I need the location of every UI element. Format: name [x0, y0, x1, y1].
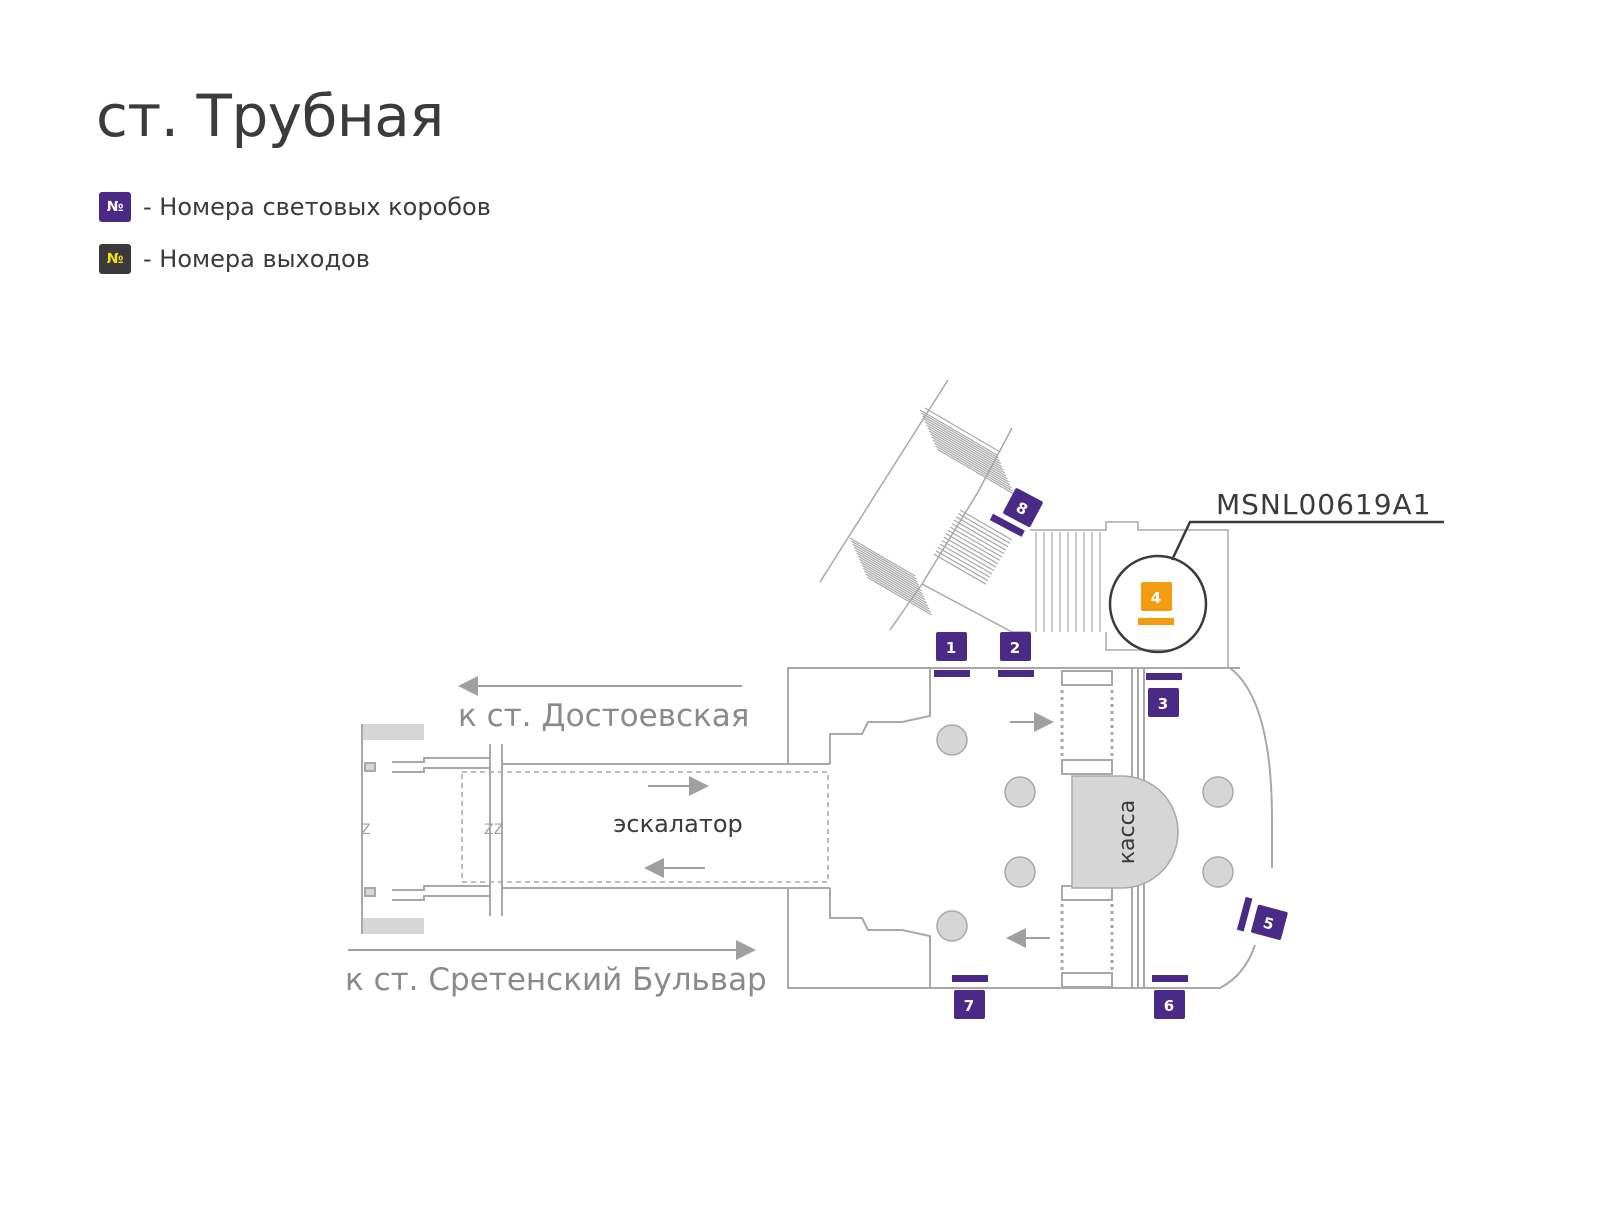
lightbox-7-number: 7 [964, 997, 974, 1015]
svg-text:ZZ: ZZ [484, 822, 503, 838]
lightbox-4-mark [1138, 618, 1174, 625]
lightbox-legend-label: - Номера световых коробов [143, 193, 491, 221]
stair-step [945, 533, 999, 565]
stair-step [935, 445, 1013, 492]
column [936, 910, 968, 942]
stair-step [863, 570, 930, 610]
stair-step [959, 509, 1013, 541]
stair-step [953, 519, 1007, 551]
stair-step [943, 536, 997, 568]
lightboxes: 1 2 3 5 6 7 8 [934, 484, 1289, 1019]
stair-step [941, 540, 995, 572]
column [1202, 856, 1234, 888]
stair-step [937, 546, 991, 578]
callout-line [1170, 520, 1444, 561]
stair-step [924, 421, 1003, 468]
stair-step [856, 552, 922, 592]
stair-step [927, 427, 1006, 474]
lightbox-8[interactable]: 8 [989, 484, 1044, 539]
stair-step [860, 561, 926, 601]
column [936, 724, 968, 756]
lightbox-7[interactable]: 7 [952, 975, 988, 1019]
stair-step [936, 448, 1015, 495]
stair-step [933, 442, 1012, 489]
legend-lightbox: № - Номера световых коробов [99, 191, 491, 223]
stair-step [849, 537, 916, 577]
stair-step [854, 549, 921, 589]
stair-hatching [849, 407, 1101, 632]
stair-step [928, 430, 1007, 477]
cashier-label: касса [1115, 800, 1140, 864]
stair-step [852, 543, 918, 583]
legend-exit: № - Номера выходов [99, 243, 370, 275]
column [1202, 776, 1234, 808]
main-hall [787, 667, 1273, 989]
stair-step [951, 523, 1005, 555]
stair-step [862, 567, 929, 607]
stair-step [865, 573, 931, 613]
left-block: Z ZZ [361, 724, 503, 934]
stair-step [920, 412, 999, 459]
stair-step [935, 550, 989, 582]
stair-step [955, 516, 1009, 548]
stair-step [858, 558, 925, 598]
lightbox-6[interactable]: 6 [1152, 975, 1188, 1019]
lightbox-4-highlighted[interactable]: 4 [1138, 582, 1174, 625]
column [1004, 776, 1036, 808]
stair-step [919, 409, 998, 456]
stair-step [861, 564, 928, 604]
lightbox-5-number: 5 [1261, 914, 1276, 934]
highlight-circle [1108, 554, 1208, 654]
stair-step [933, 553, 987, 585]
lightbox-4-number: 4 [1151, 589, 1161, 607]
exit-legend-badge: № [99, 244, 131, 274]
column [1004, 856, 1036, 888]
lightbox-2[interactable]: 2 [998, 632, 1034, 677]
stair-step [930, 433, 1008, 480]
highlight-code: MSNL00619A1 [1216, 488, 1432, 521]
stair-step [949, 526, 1003, 558]
escalator-label: эскалатор [613, 810, 743, 838]
lightbox-2-number: 2 [1010, 639, 1020, 657]
sretensky-label: к ст. Сретенский Бульвар [345, 962, 767, 998]
svg-text:Z: Z [361, 822, 371, 838]
stair-step [853, 546, 920, 586]
escalator-tunnel [461, 763, 830, 889]
stair-step [857, 555, 924, 595]
stair-step [850, 540, 917, 580]
stair-step [947, 529, 1001, 561]
stair-step [939, 543, 993, 575]
lightbox-5[interactable]: 5 [1236, 896, 1289, 941]
stair-step [923, 418, 1002, 465]
dostoevskaya-label: к ст. Достоевская [458, 698, 749, 734]
stair-step [866, 576, 933, 616]
stair-step [932, 439, 1011, 486]
stair-step [926, 424, 1004, 471]
lightbox-3[interactable]: 3 [1146, 673, 1182, 717]
cashier-booth [1071, 775, 1179, 889]
lightbox-1-number: 1 [946, 639, 956, 657]
lightbox-3-number: 3 [1158, 695, 1168, 713]
page-title: ст. Трубная [96, 82, 444, 150]
exit-legend-label: - Номера выходов [143, 245, 370, 273]
lightbox-legend-badge: № [99, 192, 131, 222]
stair-step [924, 407, 1001, 453]
lightbox-1[interactable]: 1 [934, 632, 970, 677]
stair-step [931, 436, 1010, 483]
stair-step [922, 415, 1000, 462]
lightbox-6-number: 6 [1164, 997, 1174, 1015]
stair-step [957, 512, 1011, 544]
